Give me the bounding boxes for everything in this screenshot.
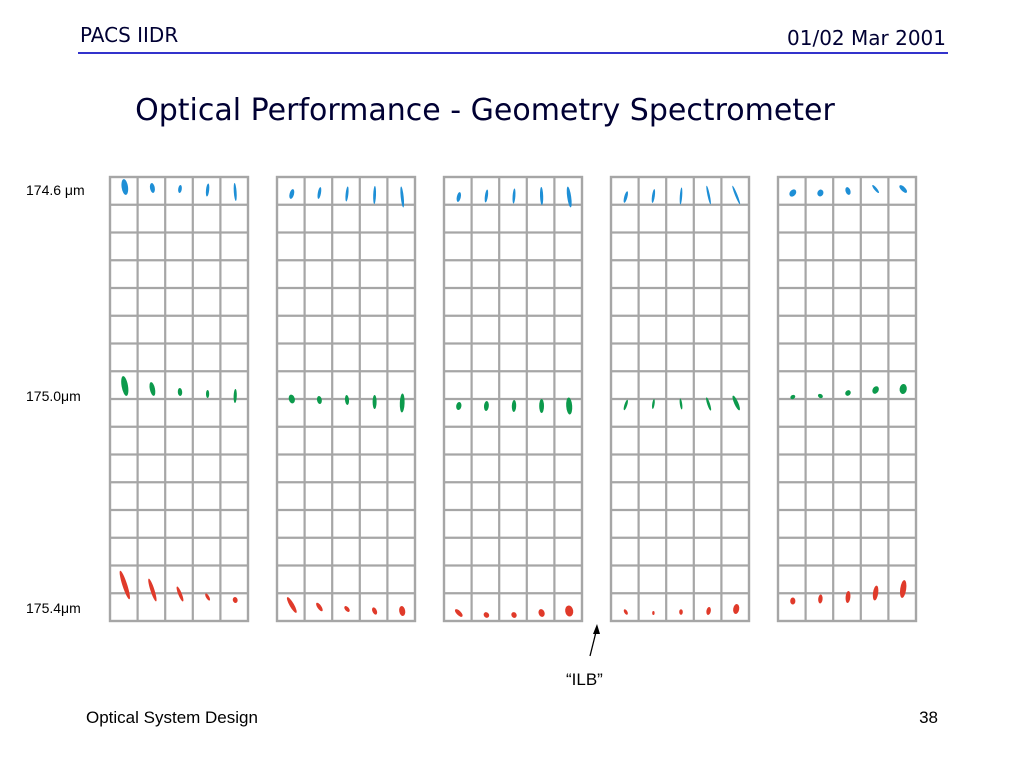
spot-175-4 xyxy=(232,597,238,603)
spot-174-6 xyxy=(845,187,851,195)
spot-175-4 xyxy=(623,609,628,615)
spot-174-6 xyxy=(899,185,908,193)
spot-175-4 xyxy=(148,578,157,602)
spot-175-4 xyxy=(176,586,184,602)
spot-175-0 xyxy=(623,399,628,411)
spot-175-0 xyxy=(899,384,907,394)
wavelength-label-174-6: 174.6 μm xyxy=(26,182,85,198)
spot-174-6 xyxy=(679,187,683,205)
wavelength-label-175-4: 175.4μm xyxy=(26,600,81,616)
spot-175-0 xyxy=(177,388,183,396)
spot-175-0 xyxy=(206,390,210,398)
ilb-annotation: “ILB” xyxy=(566,670,603,689)
spot-174-6 xyxy=(623,191,628,203)
spot-175-4 xyxy=(538,609,545,617)
spot-174-6 xyxy=(817,189,824,197)
spot-174-6 xyxy=(317,187,322,199)
page-number: 38 xyxy=(919,708,938,727)
spot-174-6 xyxy=(539,187,544,205)
spot-175-0 xyxy=(872,386,879,394)
spot-174-6 xyxy=(121,179,129,195)
spot-175-4 xyxy=(205,593,211,601)
spot-175-0 xyxy=(288,394,295,404)
detector-grids xyxy=(108,175,918,623)
spot-175-0 xyxy=(456,402,462,410)
spot-175-4 xyxy=(565,605,574,617)
spot-175-0 xyxy=(149,382,156,396)
spot-175-4 xyxy=(845,591,851,603)
spot-175-4 xyxy=(316,602,323,612)
spot-175-0 xyxy=(566,397,573,415)
spot-175-4 xyxy=(372,607,378,615)
spot-175-0 xyxy=(511,400,517,412)
spot-174-6 xyxy=(706,185,711,205)
header-date: 01/02 Mar 2001 xyxy=(787,26,946,50)
spot-174-6 xyxy=(345,186,349,202)
spot-175-4-row xyxy=(119,570,907,618)
detector-grid-panel xyxy=(108,175,250,623)
spot-175-0-row xyxy=(121,376,907,415)
spot-175-4 xyxy=(706,607,711,615)
spot-175-4 xyxy=(733,604,740,614)
spot-175-0 xyxy=(372,395,377,409)
spot-175-0 xyxy=(316,396,322,404)
spot-175-4 xyxy=(899,580,907,598)
spot-174-6 xyxy=(289,189,295,199)
spot-175-4 xyxy=(454,609,463,617)
spot-175-4 xyxy=(286,597,297,613)
detector-grid-panel xyxy=(442,175,584,623)
spot-175-4 xyxy=(872,585,879,601)
spot-174-6 xyxy=(651,189,656,203)
spot-175-4 xyxy=(483,612,490,618)
spot-175-0 xyxy=(121,376,129,396)
footer-course: Optical System Design xyxy=(86,708,258,727)
spot-175-0 xyxy=(652,399,655,409)
spot-174-6-row xyxy=(121,179,908,208)
spot-175-4 xyxy=(790,597,796,605)
spot-174-6 xyxy=(205,183,210,197)
spot-175-4 xyxy=(818,594,823,604)
spot-175-0 xyxy=(732,395,740,411)
spot-175-0 xyxy=(706,397,712,411)
spot-175-0 xyxy=(679,398,683,410)
spot-175-0 xyxy=(790,394,796,400)
spot-175-4 xyxy=(652,611,655,615)
detector-grid-panel xyxy=(776,175,918,623)
spot-175-4 xyxy=(679,609,683,615)
spot-marks xyxy=(119,179,908,618)
spot-174-6 xyxy=(149,183,155,193)
spot-175-4 xyxy=(119,570,130,600)
spot-175-0 xyxy=(233,389,237,403)
spot-174-6 xyxy=(484,189,489,203)
spot-174-6 xyxy=(178,185,182,193)
spot-174-6 xyxy=(789,189,797,197)
spot-175-0 xyxy=(845,390,851,396)
spot-175-0 xyxy=(399,393,405,413)
spot-174-6 xyxy=(512,188,516,204)
spot-175-0 xyxy=(344,395,350,405)
spot-174-6 xyxy=(872,185,879,193)
wavelength-label-175-0: 175.0μm xyxy=(26,388,81,404)
slide-title: Optical Performance - Geometry Spectrome… xyxy=(135,93,835,128)
spot-175-4 xyxy=(511,612,517,618)
spot-174-6 xyxy=(373,186,377,204)
spot-174-6 xyxy=(233,183,237,201)
spot-175-0 xyxy=(483,401,489,411)
spot-174-6 xyxy=(456,192,462,202)
spot-174-6 xyxy=(566,186,572,208)
spot-175-4 xyxy=(399,606,406,616)
spot-175-4 xyxy=(344,606,350,612)
spot-175-0 xyxy=(539,399,544,413)
header-project: PACS IIDR xyxy=(80,23,179,47)
spot-174-6 xyxy=(732,185,741,205)
ilb-arrow xyxy=(589,624,600,657)
header-rule xyxy=(78,52,948,54)
spot-175-0 xyxy=(817,393,823,399)
spot-174-6 xyxy=(400,186,405,208)
